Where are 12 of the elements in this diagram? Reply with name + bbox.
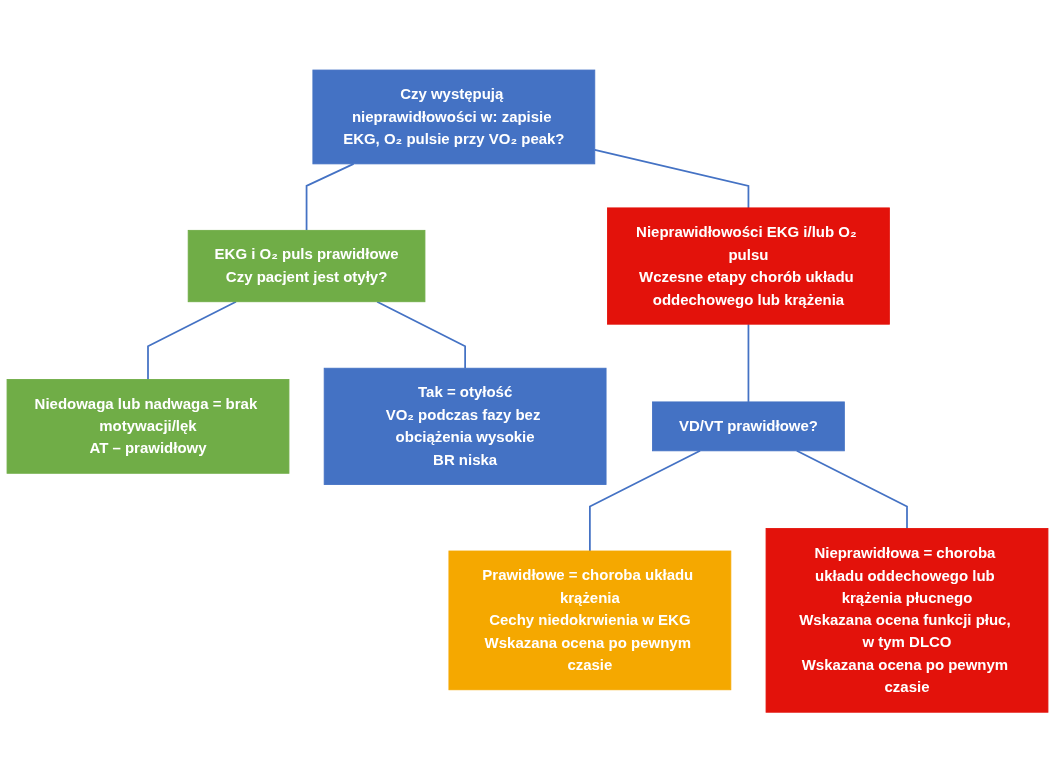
node-box: Nieprawidłowa = choroba układu oddechowego lub krążenia płucnego Wskazana ocena funkcji płuc, w tym DLCO Wskazana ocena po pewnym czasie: [765, 528, 1049, 714]
connector: [747, 323, 750, 404]
node-box: EKG i O₂ puls prawidłowe Czy pacjent jest otyły?: [187, 230, 426, 303]
node-box: Nieprawidłowości EKG i/lub O₂ pulsu Wczesne etapy chorób układu oddechowego lub krążenia: [607, 207, 890, 325]
connector: [147, 301, 237, 381]
node-box: Prawidłowe = choroba układu krążenia Cechy niedokrwienia w EKG Wskazana ocena po pewnym czasie: [448, 550, 732, 691]
node-box: VD/VT prawidłowe?: [652, 401, 845, 452]
connector: [593, 149, 750, 210]
node-box: Tak = otyłość VO₂ podczas fazy bez obciążenia wysokie BR niska: [323, 368, 607, 486]
node-box: Niedowaga lub nadwaga = brak motywacji/lęk AT – prawidłowy: [6, 379, 290, 475]
connector: [589, 450, 701, 553]
node-box: Czy występują nieprawidłowości w: zapisie EKG, O₂ pulsie przy VO₂ peak?: [312, 69, 596, 165]
